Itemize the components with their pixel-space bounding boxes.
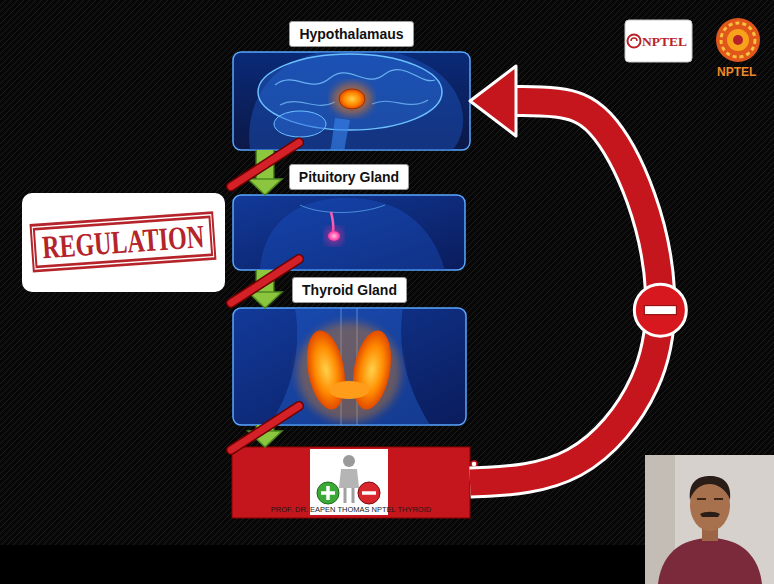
response-band: PROF. DR. EAPEN THOMAS NPTEL THYROID [232, 447, 470, 518]
pituitary-panel: Pituitory Gland [233, 195, 465, 270]
minus-sign [362, 491, 376, 495]
heading-box: Hypothalamaus [289, 21, 413, 47]
brain-illustration [233, 48, 470, 152]
inhibition-slash [231, 406, 299, 450]
emblem-ring [716, 18, 760, 62]
institute-emblem [716, 18, 760, 62]
person-body [339, 469, 359, 488]
band-ground [232, 447, 470, 518]
watermark-line: PROF. DR. EAPEN THOMAS NPTEL THYROID [232, 498, 470, 516]
plus-sign [321, 486, 335, 500]
lecturer-shirt [658, 538, 762, 584]
emblem-caption: NPTEL [717, 65, 756, 79]
hypothalamus-organ [339, 89, 365, 109]
hypothalamus-glow [332, 83, 372, 115]
inhibition-slash-outline [231, 259, 299, 303]
lecturer-hair [690, 476, 730, 500]
inhibition-slash [231, 259, 299, 303]
logo-symbol [628, 35, 641, 48]
logo-swirl [631, 38, 637, 41]
inhibition-disc [634, 284, 686, 336]
logo-line: NPTEL [642, 32, 687, 50]
thyroid-glow [297, 322, 401, 422]
stamp-word: REGULATION [41, 219, 205, 265]
skull-line [300, 205, 385, 213]
logo-badge: NPTEL [625, 20, 692, 62]
organ-heading: Pituitory Gland [299, 169, 399, 185]
thyroid-panel: Thyroid Gland [233, 308, 466, 425]
pituitary-illustration [233, 195, 465, 270]
organ-heading: Hypothalamaus [299, 26, 403, 42]
band-knob [471, 461, 477, 467]
connector-group [470, 101, 686, 483]
lecturer-moustache [700, 512, 720, 517]
pituitary-organ [328, 231, 340, 241]
head-silhouette [260, 198, 445, 270]
connector-group [231, 406, 299, 450]
panel-ground [233, 308, 466, 425]
connector-group [231, 259, 299, 303]
thyroid-illustration [233, 308, 466, 425]
regulation-stamp: REGULATION [22, 193, 225, 292]
lecturer-eyes [697, 498, 723, 500]
plus-sign [317, 482, 339, 504]
panel-ground [233, 195, 465, 270]
inhibition-slash-outline [231, 406, 299, 450]
video-ground [645, 455, 774, 584]
thyroid-isthmus [329, 381, 369, 399]
organ-heading: Thyroid Gland [302, 282, 397, 298]
inhibition-bar [644, 306, 676, 315]
person-legs [345, 488, 353, 503]
lecturer-video [645, 455, 774, 584]
watermark: PROF. DR. EAPEN THOMAS NPTEL THYROID [271, 505, 431, 514]
person-head [343, 455, 355, 467]
logo-ring [628, 35, 641, 48]
hypothalamus-panel: Hypothalamaus [233, 52, 470, 150]
response-band-art [232, 447, 477, 518]
head-silhouette [249, 52, 463, 150]
thyroid-lobe [347, 327, 396, 412]
inhibition-sign [634, 284, 686, 336]
emblem-center [733, 35, 743, 45]
brain-stem [330, 118, 350, 150]
feedback-arrow [470, 101, 660, 483]
emblem-petals [721, 23, 755, 57]
logo-word: NPTEL [642, 34, 687, 49]
emblem-core [727, 29, 749, 51]
cerebellum [274, 111, 326, 137]
heading-box: Thyroid Gland [292, 277, 407, 303]
brain-gyri [275, 70, 435, 85]
heading-box: Pituitory Gland [289, 164, 409, 190]
minus-sign [358, 482, 380, 504]
thyroid-lobe [301, 327, 350, 412]
connector-outline [470, 101, 660, 483]
logo-ground [625, 20, 692, 62]
stamp-frame: REGULATION [30, 212, 217, 274]
pituitary-glow [325, 227, 343, 245]
